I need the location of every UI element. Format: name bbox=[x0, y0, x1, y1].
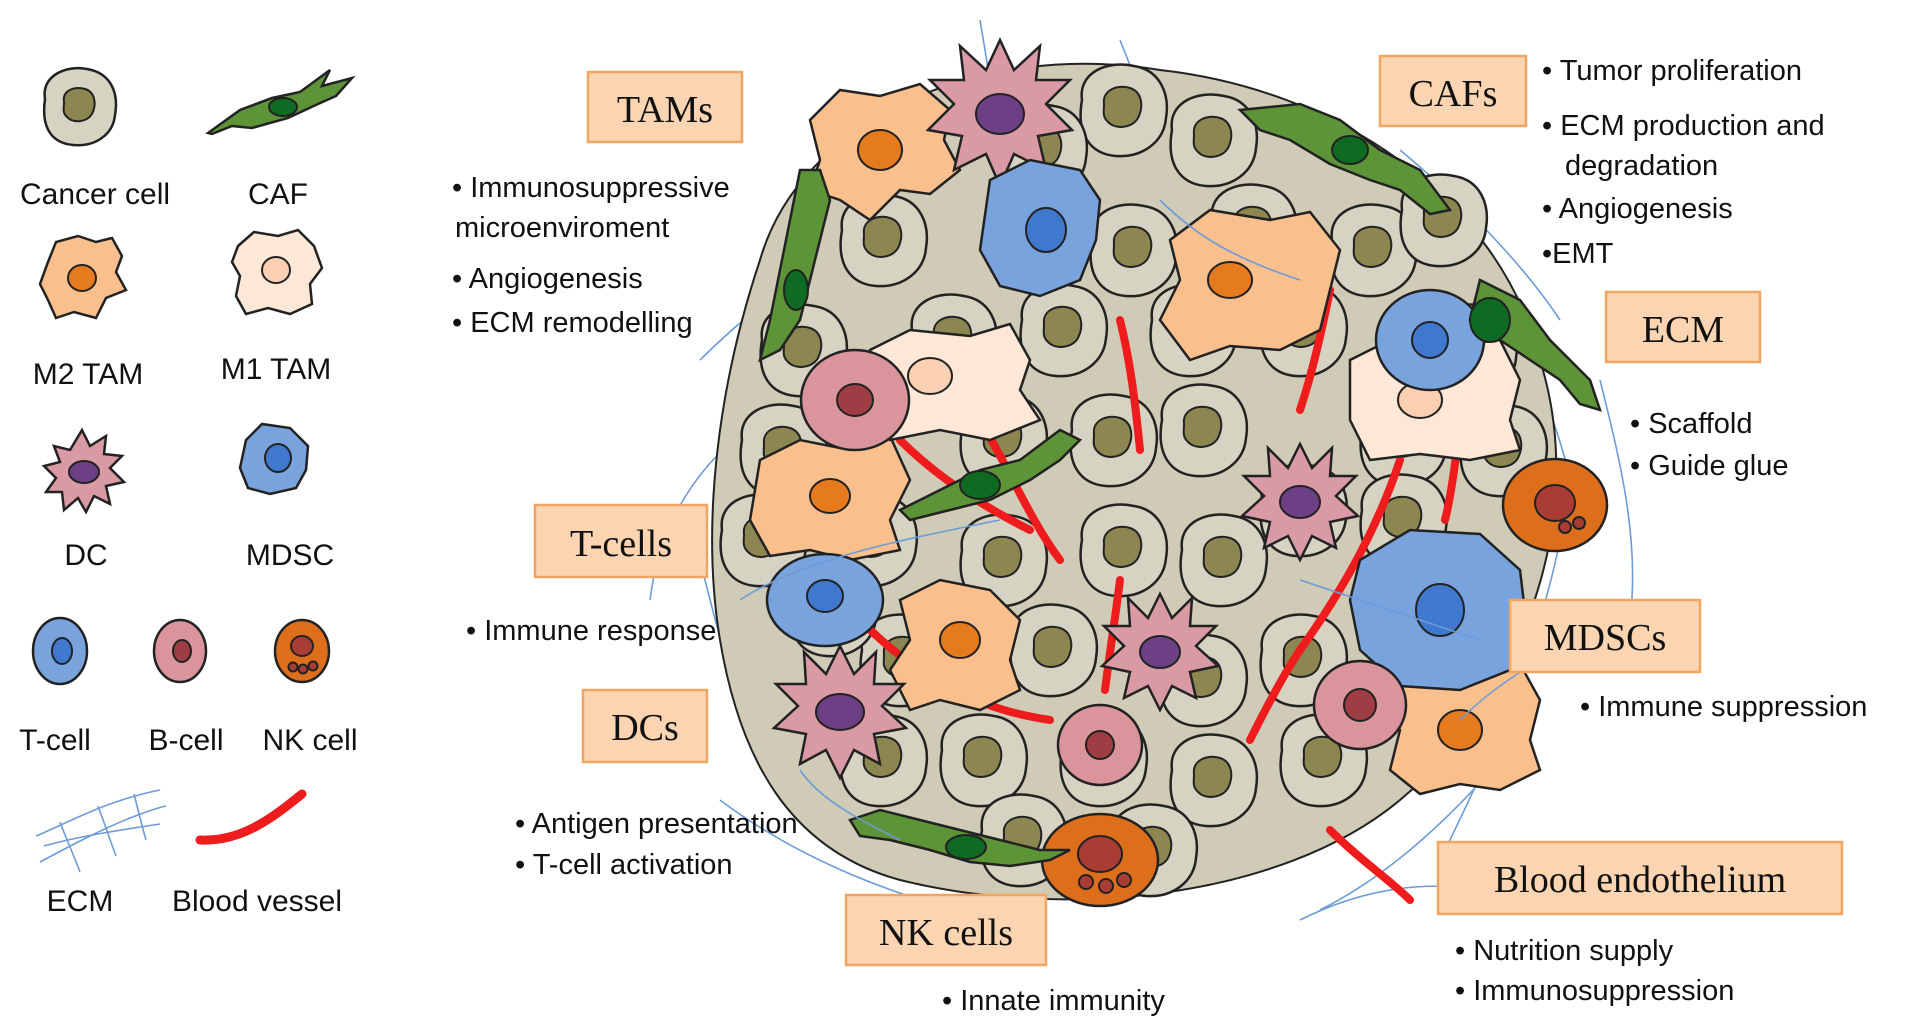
label-dcs-bullet-2: • T-cell activation bbox=[515, 849, 733, 881]
label-tams-bullet-3: • ECM remodelling bbox=[452, 307, 693, 339]
legend-label-b-cell: B-cell bbox=[148, 724, 223, 757]
legend-m2-tam-icon bbox=[38, 234, 128, 320]
label-dcs: DCs • Antigen presentation • T-cell acti… bbox=[515, 688, 798, 881]
legend-nk-cell-icon bbox=[273, 618, 331, 684]
legend-label-mdsc: MDSC bbox=[246, 539, 334, 572]
label-mdscs-bullet-1: • Immune suppression bbox=[1580, 691, 1867, 723]
label-cafs-title: CAFs bbox=[1409, 73, 1498, 115]
label-cafs-bullet-2: • ECM production and bbox=[1542, 110, 1825, 142]
label-blood-endothelium-title: Blood endothelium bbox=[1494, 859, 1786, 901]
label-blood-endothelium-bullet-1: • Nutrition supply bbox=[1455, 935, 1674, 967]
legend-label-m2-tam: M2 TAM bbox=[33, 358, 144, 391]
legend-ecm-icon bbox=[35, 789, 167, 873]
legend-label-caf: CAF bbox=[248, 178, 308, 211]
m2-tams bbox=[748, 82, 1542, 796]
legend-label-dc: DC bbox=[64, 539, 107, 572]
label-t-cells: T-cells • Immune response bbox=[466, 503, 716, 647]
label-dcs-title: DCs bbox=[611, 707, 679, 749]
label-mdscs: MDSCs • Immune suppression bbox=[1508, 598, 1867, 723]
label-cafs: CAFs • Tumor proliferation • ECM product… bbox=[1378, 54, 1825, 270]
label-dcs-bullet-1: • Antigen presentation bbox=[515, 808, 798, 840]
label-mdscs-title: MDSCs bbox=[1544, 617, 1667, 659]
label-tams: TAMs • Immunosuppressive microenviroment… bbox=[452, 70, 744, 339]
legend-label-t-cell: T-cell bbox=[19, 724, 91, 757]
cafs bbox=[758, 102, 1602, 868]
label-nk-cells: NK cells • Innate immunity bbox=[844, 893, 1165, 1017]
label-cafs-bullet-1: • Tumor proliferation bbox=[1542, 55, 1802, 87]
legend: Cancer cell CAF M2 TAM M1 TAM DC bbox=[19, 66, 358, 918]
label-cafs-bullet-2b: degradation bbox=[1565, 150, 1718, 182]
tumor-mass bbox=[649, 19, 1634, 921]
legend-label-m1-tam: M1 TAM bbox=[221, 353, 332, 386]
label-ecm-bullet-2: • Guide glue bbox=[1630, 450, 1789, 482]
legend-label-ecm: ECM bbox=[47, 885, 114, 918]
label-t-cells-bullet-1: • Immune response bbox=[466, 615, 716, 647]
legend-m1-tam-icon bbox=[230, 228, 324, 316]
legend-dc-icon bbox=[41, 427, 127, 515]
legend-label-blood-vessel: Blood vessel bbox=[172, 885, 342, 918]
label-blood-endothelium-bullet-2: • Immunosuppression bbox=[1455, 975, 1734, 1007]
label-tams-bullet-1b: microenviroment bbox=[455, 212, 669, 244]
legend-label-nk-cell: NK cell bbox=[262, 724, 357, 757]
label-tams-bullet-1: • Immunosuppressive bbox=[452, 172, 730, 204]
label-blood-endothelium: Blood endothelium • Nutrition supply • I… bbox=[1436, 840, 1844, 1007]
legend-caf-icon bbox=[205, 68, 356, 136]
nk-cells bbox=[1040, 457, 1609, 908]
label-ecm-bullet-1: • Scaffold bbox=[1630, 408, 1752, 440]
legend-t-cell-icon bbox=[31, 616, 89, 686]
t-cells bbox=[765, 288, 1486, 648]
label-ecm: ECM • Scaffold • Guide glue bbox=[1604, 290, 1789, 482]
legend-blood-vessel-icon bbox=[195, 789, 307, 845]
b-cells bbox=[799, 348, 1408, 787]
label-tams-title: TAMs bbox=[617, 89, 713, 131]
legend-cancer-cell-icon bbox=[42, 66, 118, 147]
label-nk-cells-bullet-1: • Innate immunity bbox=[942, 985, 1165, 1017]
label-tams-bullet-2: • Angiogenesis bbox=[452, 263, 643, 295]
label-t-cells-title: T-cells bbox=[570, 523, 672, 565]
label-nk-cells-title: NK cells bbox=[879, 912, 1013, 954]
legend-label-cancer-cell: Cancer cell bbox=[20, 178, 170, 211]
label-ecm-title: ECM bbox=[1642, 309, 1724, 351]
legend-mdsc-icon bbox=[238, 422, 310, 496]
label-cafs-bullet-3: • Angiogenesis bbox=[1542, 193, 1733, 225]
legend-b-cell-icon bbox=[152, 618, 208, 684]
label-cafs-bullet-4: •EMT bbox=[1542, 238, 1614, 270]
ecm-fibers-overlay bbox=[739, 199, 1581, 841]
